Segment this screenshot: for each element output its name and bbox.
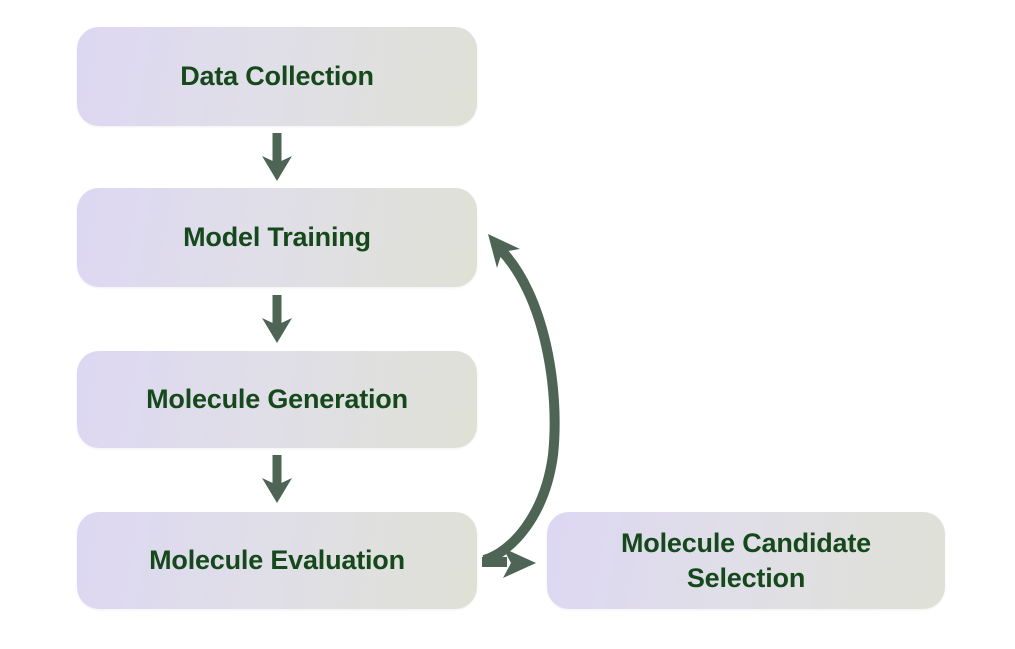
node-data-collection-label: Data Collection <box>180 61 374 92</box>
arrow-right-head <box>503 548 536 578</box>
arrow-stem <box>272 133 282 164</box>
arrow-model-training-to-molecule-generation <box>262 295 292 343</box>
arrow-evaluation-to-candidate-selection <box>482 548 536 578</box>
node-molecule-generation-label: Molecule Generation <box>146 384 408 415</box>
node-model-training: Model Training <box>77 188 477 287</box>
arrow-stem <box>272 295 282 325</box>
node-molecule-evaluation: Molecule Evaluation <box>77 512 477 609</box>
node-molecule-candidate-selection-label: Molecule Candidate Selection <box>621 528 871 593</box>
node-model-training-label: Model Training <box>183 222 371 253</box>
node-data-collection: Data Collection <box>77 27 477 126</box>
arrow-molecule-generation-to-molecule-evaluation <box>262 455 292 503</box>
arrow-down-head <box>262 318 292 343</box>
arrow-feedback-evaluation-to-training <box>482 234 560 565</box>
node-molecule-candidate-selection: Molecule Candidate Selection <box>547 512 945 609</box>
arrow-down-head <box>262 156 292 181</box>
node-molecule-generation: Molecule Generation <box>77 351 477 448</box>
arrow-down-head <box>262 478 292 503</box>
arrow-data-collection-to-model-training <box>262 133 292 181</box>
arrow-stem <box>272 455 282 485</box>
feedback-curve <box>482 245 560 565</box>
arrow-up-left-head <box>488 234 520 268</box>
node-molecule-evaluation-label: Molecule Evaluation <box>149 545 405 576</box>
